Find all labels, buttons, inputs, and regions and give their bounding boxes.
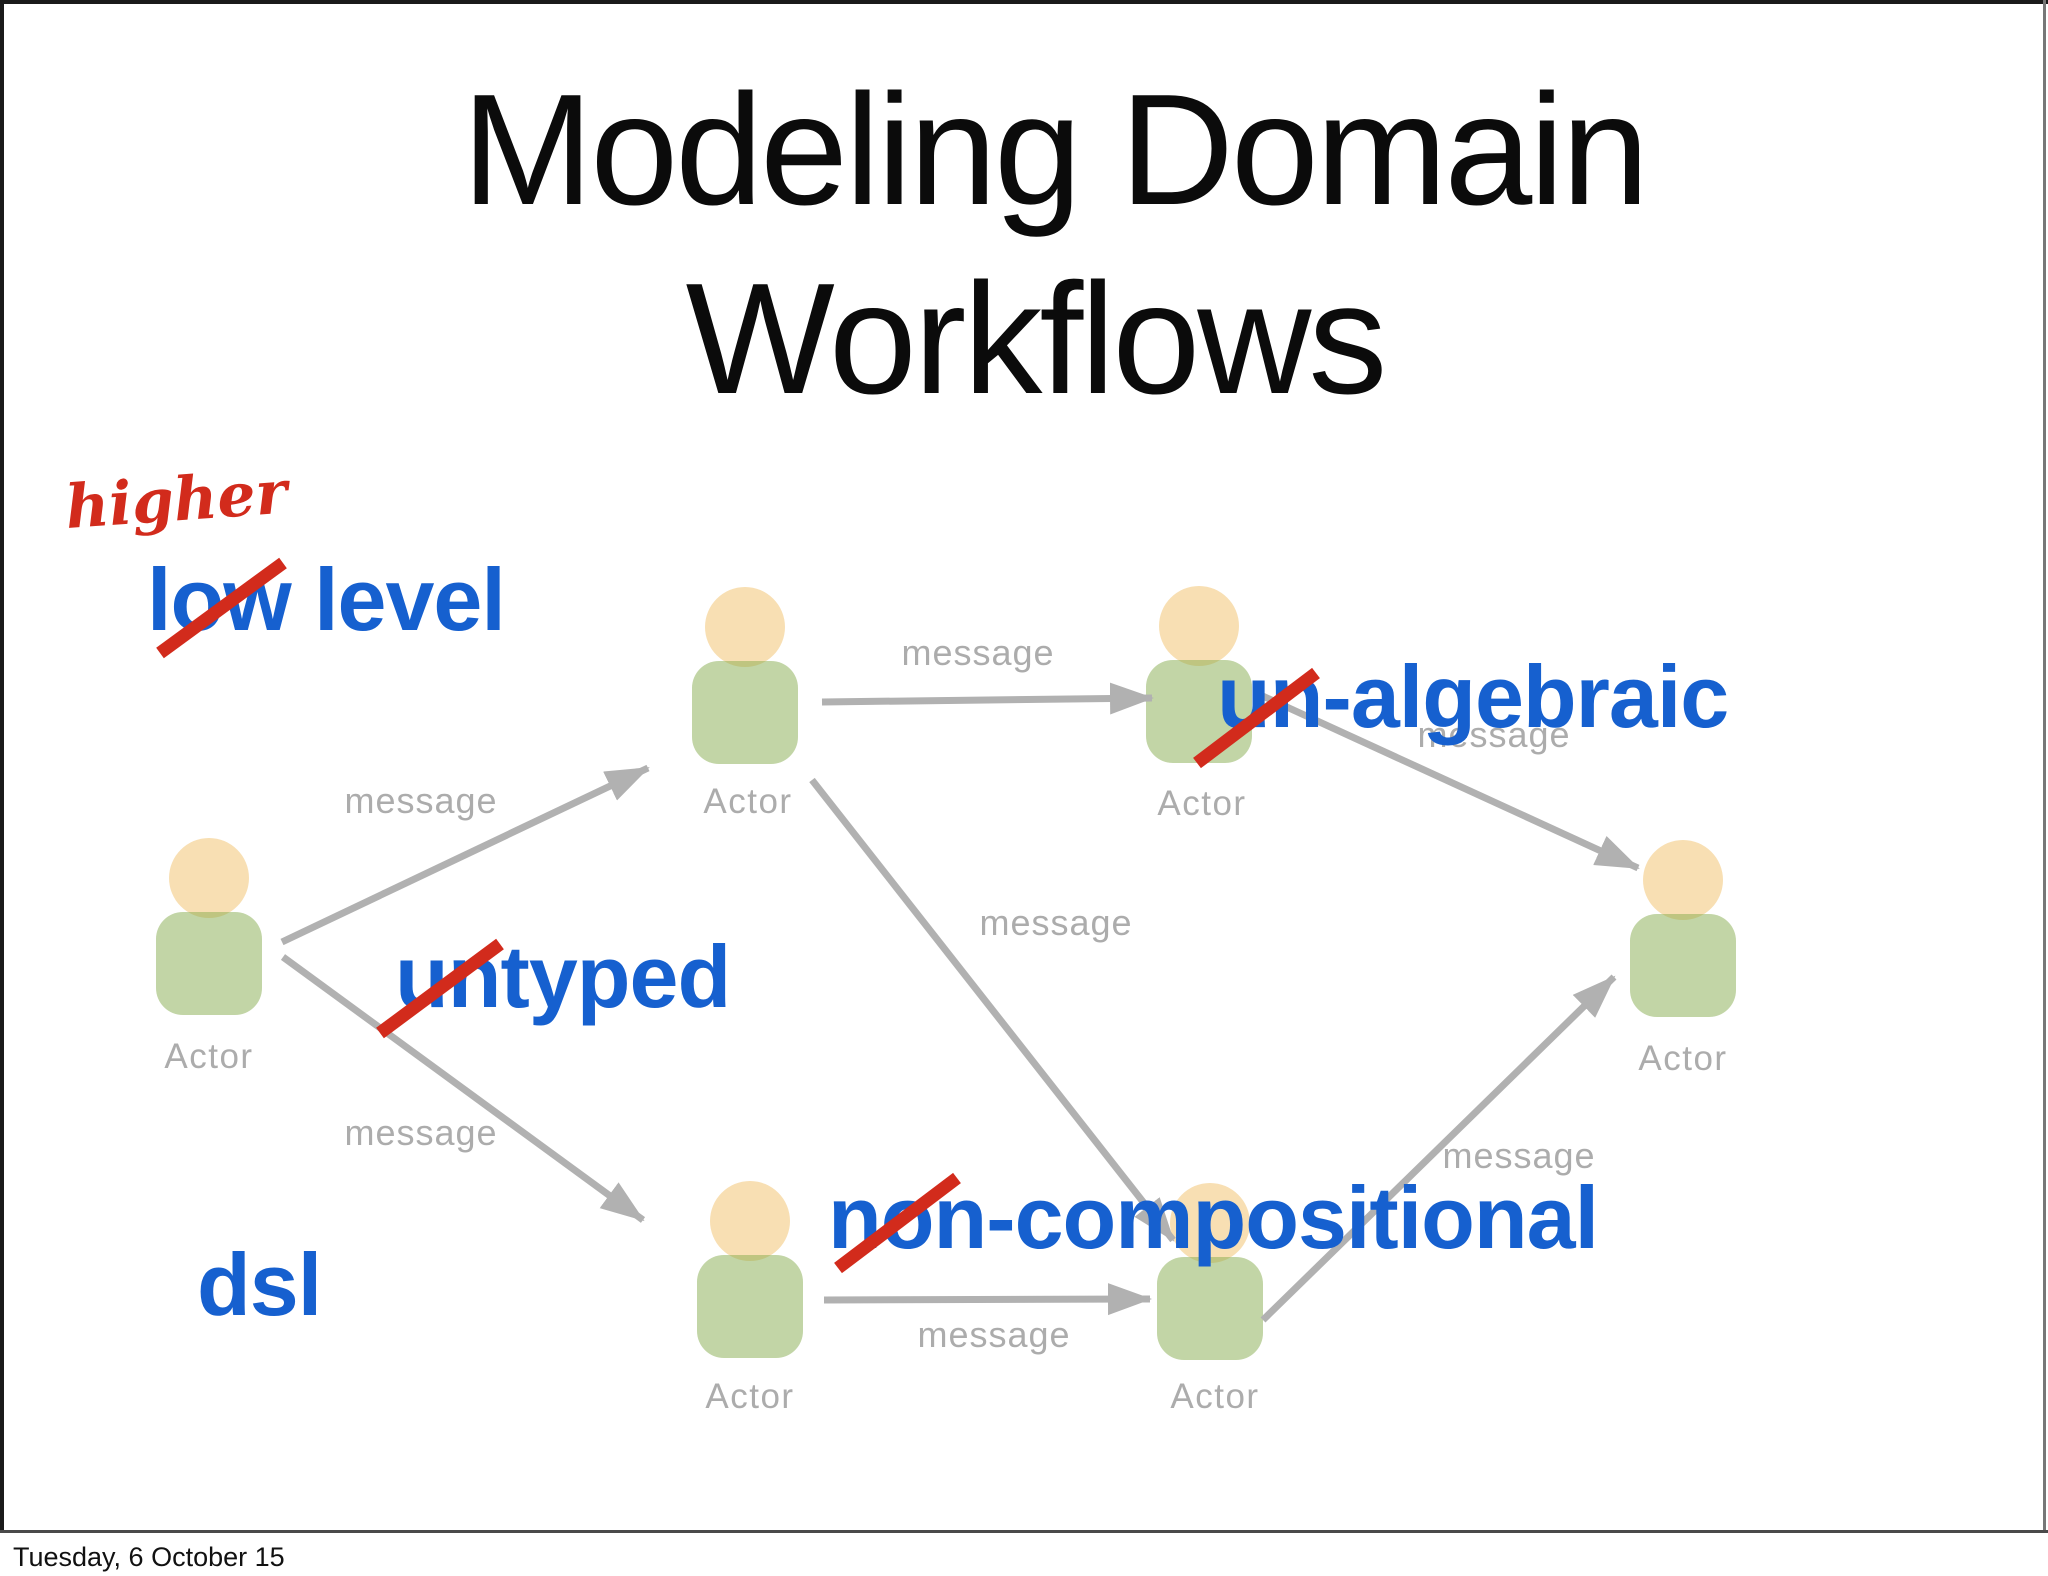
message-label-center: message: [979, 902, 1132, 943]
actor-label: Actor: [1157, 784, 1246, 823]
actor-head-icon: [1170, 1183, 1250, 1263]
actor-label: Actor: [705, 1377, 794, 1416]
title-line-1: Modeling Domain: [462, 62, 1647, 238]
annotation-low-level: low level: [147, 550, 505, 649]
actor-top-middle: Actor: [692, 587, 798, 821]
slide-title: Modeling Domain Workflows: [462, 62, 1650, 427]
message-label-right: message: [1442, 1135, 1595, 1176]
red-strikethroughs: [156, 557, 1320, 1274]
actor-head-icon: [1643, 840, 1723, 920]
actor-bottom-right: Actor: [1157, 1183, 1263, 1416]
footer-date: Tuesday, 6 October 15: [13, 1542, 285, 1572]
actor-left: Actor: [156, 838, 262, 1076]
strike-un-of-untyped: [376, 938, 504, 1039]
arrow-bottomright-to-right: [1260, 974, 1617, 1323]
actor-body-icon: [1157, 1257, 1263, 1360]
arrow-left-to-topmiddle: [280, 764, 650, 946]
actor-head-icon: [705, 587, 785, 667]
actor-head-icon: [710, 1181, 790, 1261]
border-left: [0, 0, 4, 1531]
strike-non-of-non-compositional: [834, 1172, 961, 1274]
strike-low: [156, 557, 287, 659]
strike-un-of-un-algebraic: [1193, 667, 1320, 769]
actor-label: Actor: [703, 782, 792, 821]
annotation-un-algebraic: un-algebraic: [1217, 647, 1728, 746]
actor-head-icon: [1159, 586, 1239, 666]
actor-bottom-middle: Actor: [697, 1181, 803, 1416]
border-right: [2043, 0, 2046, 1531]
arrow-left-to-bottommiddle: [280, 954, 646, 1223]
arrow-topmiddle-to-topright: [821, 682, 1154, 715]
message-label-mid-left: message: [344, 1112, 497, 1153]
actor-head-icon: [169, 838, 249, 918]
actor-right: Actor: [1630, 840, 1736, 1078]
actor-label: Actor: [1638, 1039, 1727, 1078]
handwritten-higher-note: higher: [63, 457, 293, 543]
actor-body-icon: [1630, 914, 1736, 1017]
title-line-2: Workflows: [686, 251, 1385, 427]
actor-label: Actor: [1170, 1377, 1259, 1416]
arrow-topmiddle-to-bottomright: [809, 777, 1176, 1243]
message-label-top-left: message: [344, 780, 497, 821]
footer-separator-line: [0, 1530, 2048, 1533]
message-label-bottom: message: [917, 1314, 1070, 1355]
actor-body-icon: [697, 1255, 803, 1358]
actor-label: Actor: [164, 1037, 253, 1076]
message-labels: message message message message message …: [344, 632, 1595, 1355]
window-borders: [0, 0, 2048, 1533]
message-label-top-center: message: [901, 632, 1054, 673]
actor-body-icon: [692, 661, 798, 764]
message-label-top-right: message: [1417, 714, 1570, 755]
annotation-dsl: dsl: [197, 1235, 321, 1334]
border-top: [0, 0, 2048, 4]
actor-body-icon: [156, 912, 262, 1015]
arrow-bottommiddle-to-bottomright: [823, 1283, 1152, 1316]
message-arrows: [280, 682, 1640, 1323]
arrow-topright-to-right: [1252, 688, 1640, 872]
